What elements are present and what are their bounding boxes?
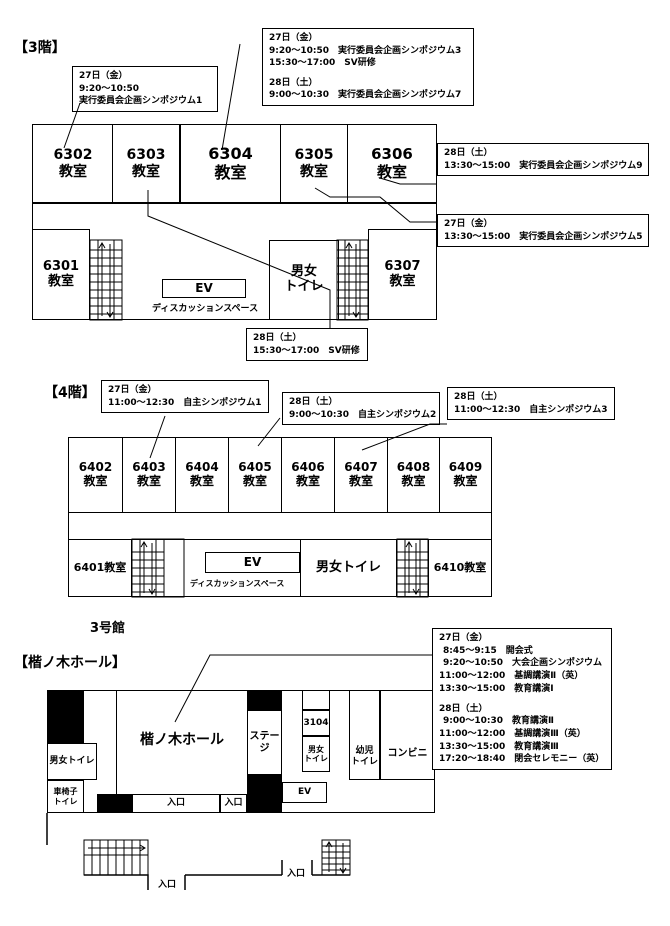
hall-entrance-main[interactable]: 入口 — [132, 794, 220, 813]
floor4-discussion-label: ディスカッションスペース — [190, 579, 285, 588]
pillar-stage-bottom — [247, 775, 282, 813]
pillar-stage-top — [247, 690, 282, 710]
floor4-toilet: 男女トイレ — [300, 539, 397, 597]
room-6401: 6401教室 — [68, 539, 132, 597]
building-label: 3号館 — [90, 621, 126, 636]
lower-entrance-left[interactable]: 入口 — [158, 880, 177, 890]
lower-entrance-right[interactable]: 入口 — [287, 869, 306, 879]
room-3104-top — [302, 690, 330, 710]
callout-6303: 28日（土） 15:30～17:00 SV研修 — [246, 328, 368, 361]
pillar-top-left — [47, 690, 84, 743]
convenience-store: コンビニ — [380, 690, 435, 780]
stage: ステージ — [247, 710, 282, 775]
hall-ev: EV — [282, 782, 327, 803]
pillar-bottom-left — [97, 794, 132, 813]
floor3-discussion-label: ディスカッションスペース — [152, 304, 259, 314]
callout-6304: 27日（金） 9:20～10:50 実行委員会企画シンポジウム3 15:30～1… — [262, 28, 474, 106]
floor3-toilet: 男女トイレ — [269, 240, 339, 320]
floor4-heading: 【4階】 — [44, 385, 96, 401]
hall-entrance-side[interactable]: 入口 — [220, 794, 247, 813]
callout-6306: 28日（土） 13:30～15:00 実行委員会企画シンポジウム9 — [437, 143, 649, 176]
wheelchair-toilet: 車椅子トイレ — [47, 780, 84, 813]
floor4-ev: EV — [205, 552, 300, 573]
room-3104: 3104 — [302, 710, 330, 736]
hall-schedule: 27日（金） 8:45～9:15 開会式 9:20～10:50 大会企画シンポジ… — [432, 628, 612, 771]
callout-6302: 27日（金） 9:20～10:50 実行委員会企画シンポジウム1 — [72, 66, 218, 112]
left-toilet: 男女トイレ — [47, 743, 97, 780]
hall-name: 楷ノ木ホール — [140, 732, 224, 748]
small-toilet: 男女トイレ — [302, 736, 330, 772]
infant-toilet: 幼児トイレ — [349, 690, 380, 780]
floor4-corridor — [68, 512, 492, 540]
callout-6405: 28日（土） 9:00～10:30 自主シンポジウム2 — [282, 392, 440, 425]
hall-heading: 【楷ノ木ホール】 — [14, 655, 126, 671]
callout-6305: 27日（金） 13:30～15:00 実行委員会企画シンポジウム5 — [437, 214, 649, 247]
room-6410: 6410教室 — [428, 539, 492, 597]
callout-6407: 28日（土） 11:00～12:30 自主シンポジウム3 — [447, 387, 615, 420]
floor3-corridor — [32, 203, 437, 230]
floor3-ev: EV — [162, 279, 246, 298]
callout-6403: 27日（金） 11:00～12:30 自主シンポジウム1 — [101, 380, 269, 413]
floor3-heading: 【3階】 — [14, 40, 66, 56]
